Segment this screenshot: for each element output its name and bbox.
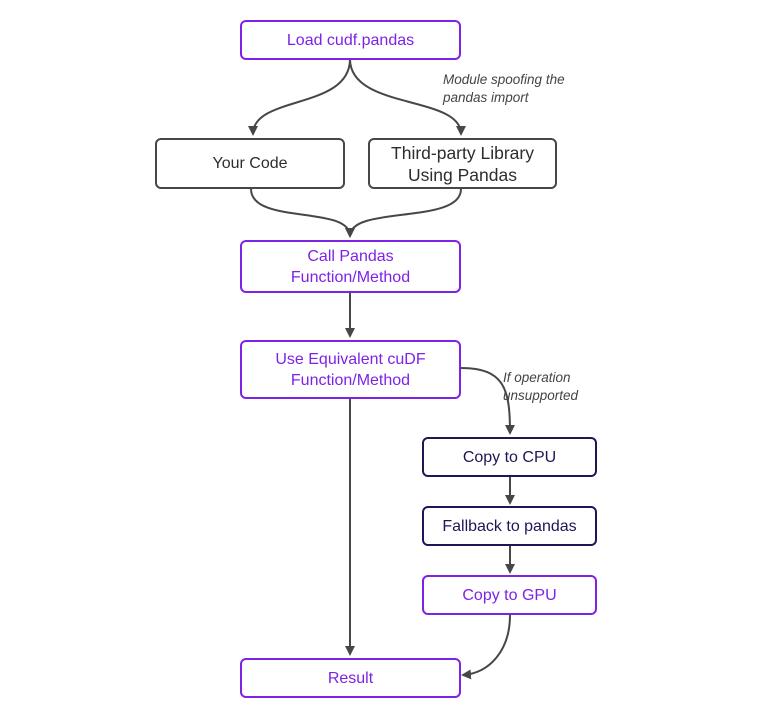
if-unsupported-annotation: If operation unsupported bbox=[503, 370, 579, 403]
load-cudf-pandas-node: Load cudf.pandas bbox=[240, 20, 461, 60]
third-party-library-node: Third-party Library Using Pandas bbox=[368, 138, 557, 189]
module-spoofing-annotation: Module spoofing the pandas import bbox=[443, 72, 565, 105]
arrow-load-to-your-code bbox=[248, 58, 351, 136]
arrow-third-party-to-call bbox=[345, 188, 462, 238]
arrow-load-to-third-party bbox=[349, 58, 466, 136]
arrow-copy-gpu-to-result bbox=[461, 614, 511, 680]
call-pandas-node: Call Pandas Function/Method bbox=[240, 240, 461, 293]
fallback-to-pandas-node: Fallback to pandas bbox=[422, 506, 597, 546]
copy-to-cpu-node: Copy to CPU bbox=[422, 437, 597, 477]
copy-to-gpu-node: Copy to GPU bbox=[422, 575, 597, 615]
your-code-node: Your Code bbox=[155, 138, 345, 189]
result-node: Result bbox=[240, 658, 461, 698]
use-equivalent-cudf-node: Use Equivalent cuDF Function/Method bbox=[240, 340, 461, 399]
arrow-use-cudf-to-copy-cpu bbox=[460, 367, 515, 435]
arrow-your-code-to-call bbox=[250, 188, 355, 238]
